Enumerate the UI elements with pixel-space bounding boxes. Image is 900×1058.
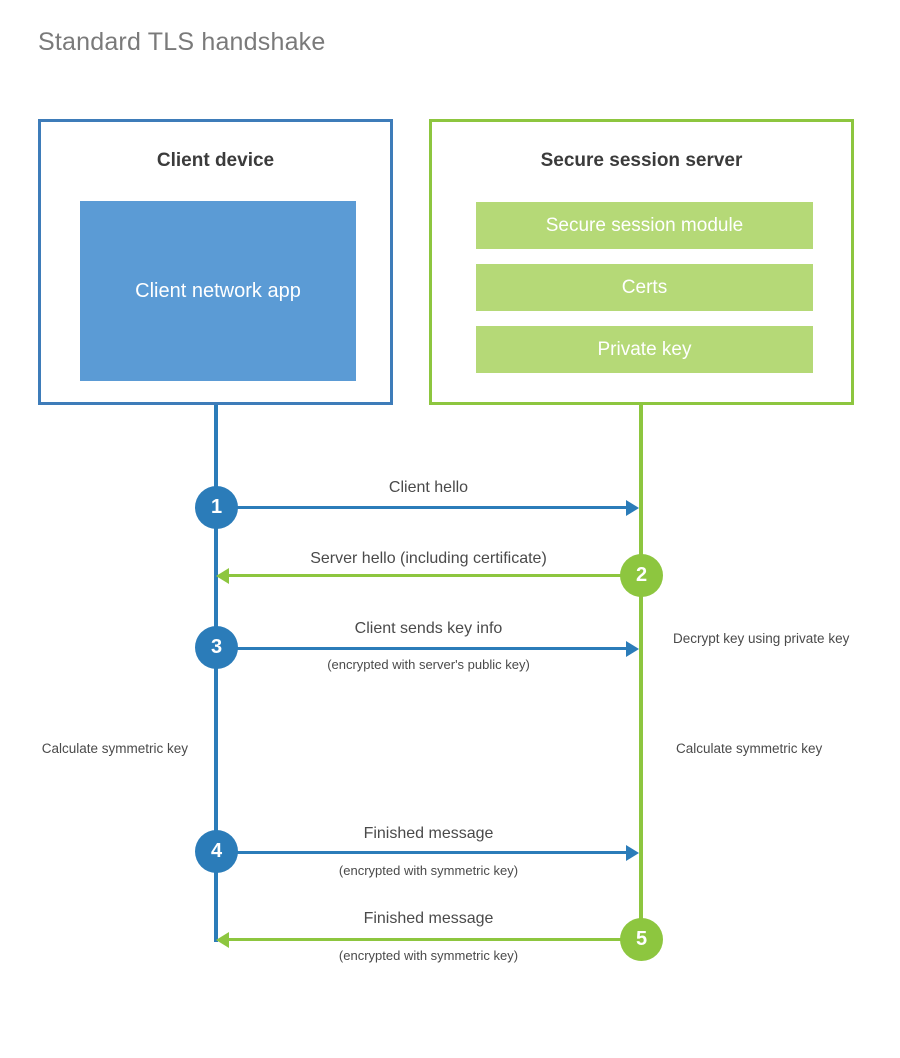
step-1-label: Client hello — [388, 479, 469, 496]
step-4-circle[interactable]: 4 — [195, 830, 238, 873]
step-2-circle[interactable]: 2 — [620, 554, 663, 597]
step-3-label: Client sends key info — [354, 620, 503, 637]
step-2-arrow-line — [229, 574, 641, 577]
step-5-arrow-head — [216, 931, 229, 948]
step-5-circle[interactable]: 5 — [620, 918, 663, 961]
secure-session-server-title: Secure session server — [540, 150, 743, 171]
step-1-arrow-line — [216, 506, 626, 509]
step-4-label: Finished message — [363, 825, 494, 842]
annotation-decrypt-key: Decrypt key using private key — [673, 631, 850, 646]
client-lifeline — [214, 405, 218, 942]
step-4-sublabel: (encrypted with symmetric key) — [338, 863, 519, 878]
server-block-secure-session-module: Secure session module — [476, 202, 813, 249]
step-5-label: Finished message — [363, 910, 494, 927]
step-3-arrow-head — [626, 640, 639, 657]
client-device-title: Client device — [156, 150, 275, 171]
step-5-arrow-line — [229, 938, 641, 941]
step-3-circle[interactable]: 3 — [195, 626, 238, 669]
secure-session-server-box: Secure session server Secure session mod… — [429, 119, 854, 405]
step-2-label: Server hello (including certificate) — [310, 550, 547, 567]
client-network-app-block: Client network app — [80, 201, 356, 381]
step-1-circle[interactable]: 1 — [195, 486, 238, 529]
step-4-arrow-head — [626, 844, 639, 861]
step-1-arrow-head — [626, 499, 639, 516]
client-device-box: Client device Client network app — [38, 119, 393, 405]
annotation-server-calculate-symmetric-key: Calculate symmetric key — [676, 741, 823, 756]
step-3-sublabel: (encrypted with server's public key) — [327, 657, 530, 672]
server-lifeline — [639, 405, 643, 942]
step-3-arrow-line — [216, 647, 626, 650]
step-4-arrow-line — [216, 851, 626, 854]
page-title: Standard TLS handshake — [38, 28, 326, 56]
server-block-certs: Certs — [476, 264, 813, 311]
server-block-private-key: Private key — [476, 326, 813, 373]
step-5-sublabel: (encrypted with symmetric key) — [338, 948, 519, 963]
step-2-arrow-head — [216, 567, 229, 584]
annotation-client-calculate-symmetric-key: Calculate symmetric key — [41, 741, 188, 756]
